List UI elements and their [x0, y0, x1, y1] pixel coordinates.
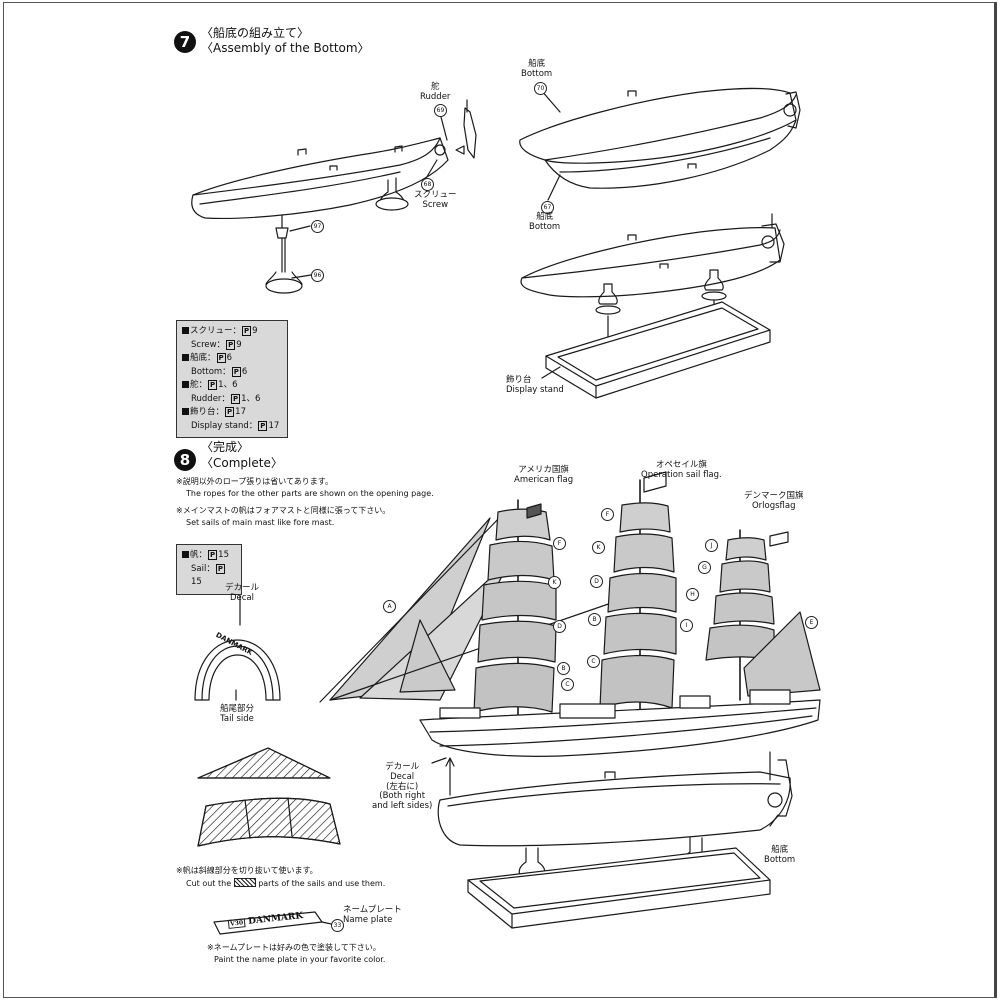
tail-side-label: 船尾部分 Tail side: [220, 704, 255, 724]
part-33-marker: 33: [331, 919, 344, 932]
sail-marker-b-fore: B: [557, 662, 570, 675]
note-2-jp: ※メインマストの帆はフォアマストと同様に張って下さい。: [176, 506, 391, 515]
sail-marker-k-main: K: [592, 541, 605, 554]
part-96-marker: 96: [311, 269, 324, 282]
decal-label: デカール Decal: [225, 583, 260, 603]
complete-bottom-label: 船底 Bottom: [764, 845, 796, 865]
screw-label: スクリュー Screw: [414, 190, 457, 210]
sail-marker-f-main: F: [601, 508, 614, 521]
decal-arch-drawing: [194, 595, 281, 701]
sail-marker-c-main: C: [587, 655, 600, 668]
note-3-en: Cut out the parts of the sails and use t…: [186, 878, 386, 888]
bottom-label-low: 船底 Bottom: [529, 212, 561, 232]
display-stand-label: 飾り台 Display stand: [506, 375, 564, 395]
step-7-title-jp: 〈船底の組み立て〉: [201, 26, 310, 40]
part-68-marker: 68: [421, 178, 434, 191]
parts-row: Sail：P15: [191, 563, 225, 587]
hull-decal-label: デカール Decal (左右に) (Both right and left si…: [372, 762, 433, 812]
bottom-label-top: 船底 Bottom: [521, 59, 553, 79]
page-border: [3, 2, 997, 998]
part-69-marker: 69: [434, 104, 447, 117]
sail-marker-g: G: [698, 561, 711, 574]
note-1-jp: ※説明以外のロープ張りは省いてあります。: [176, 477, 333, 486]
sail-marker-b-main: B: [588, 613, 601, 626]
step-7-badge: 7: [174, 31, 196, 53]
note-3-jp: ※帆は斜線部分を切り抜いて使います。: [176, 866, 318, 875]
note-2-en: Set sails of main mast like fore mast.: [186, 518, 335, 527]
american-flag-label: アメリカ国旗 American flag: [514, 465, 574, 485]
sail-marker-d-fore: D: [553, 620, 566, 633]
sail-marker-h: H: [686, 588, 699, 601]
name-plate-label: ネームプレート Name plate: [343, 905, 402, 925]
sail-marker-j: J: [705, 539, 718, 552]
sail-marker-a: A: [383, 600, 396, 613]
ship-complete-drawing: [319, 471, 821, 929]
danish-flag-label: デンマーク国旗 Orlogsflag: [744, 491, 804, 511]
sail-marker-f-fore: F: [553, 537, 566, 550]
rudder-label: 舵 Rudder: [420, 82, 451, 102]
step-8-title-en: 〈Complete〉: [201, 456, 283, 470]
sail-cut-templates: [197, 747, 341, 847]
step-7-title-en: 〈Assembly of the Bottom〉: [201, 41, 370, 55]
sail-marker-e: E: [805, 616, 818, 629]
hull-left-drawing: [191, 99, 477, 294]
sail-marker-i: I: [680, 619, 693, 632]
part-70-marker: 70: [534, 82, 547, 95]
sail-marker-c-fore: C: [561, 678, 574, 691]
note-4-jp: ※ネームプレートは好みの色で塗装して下さい。: [207, 943, 381, 952]
sail-marker-d-main: D: [590, 575, 603, 588]
part-67-marker: 67: [541, 201, 554, 214]
operation-sail-flag-label: オペセイル旗 Operation sail flag.: [641, 460, 722, 480]
step-8-badge: 8: [174, 449, 196, 471]
part-97-marker: 97: [311, 220, 324, 233]
note-4-en: Paint the name plate in your favorite co…: [214, 955, 386, 964]
hull-on-stand-drawing: [520, 213, 785, 399]
note-1-en: The ropes for the other parts are shown …: [186, 489, 434, 498]
sail-marker-k-fore: K: [548, 576, 561, 589]
hull-halves-drawing: [519, 87, 801, 201]
step-8-title-jp: 〈完成〉: [201, 440, 250, 454]
hatch-swatch-icon: [233, 878, 256, 887]
